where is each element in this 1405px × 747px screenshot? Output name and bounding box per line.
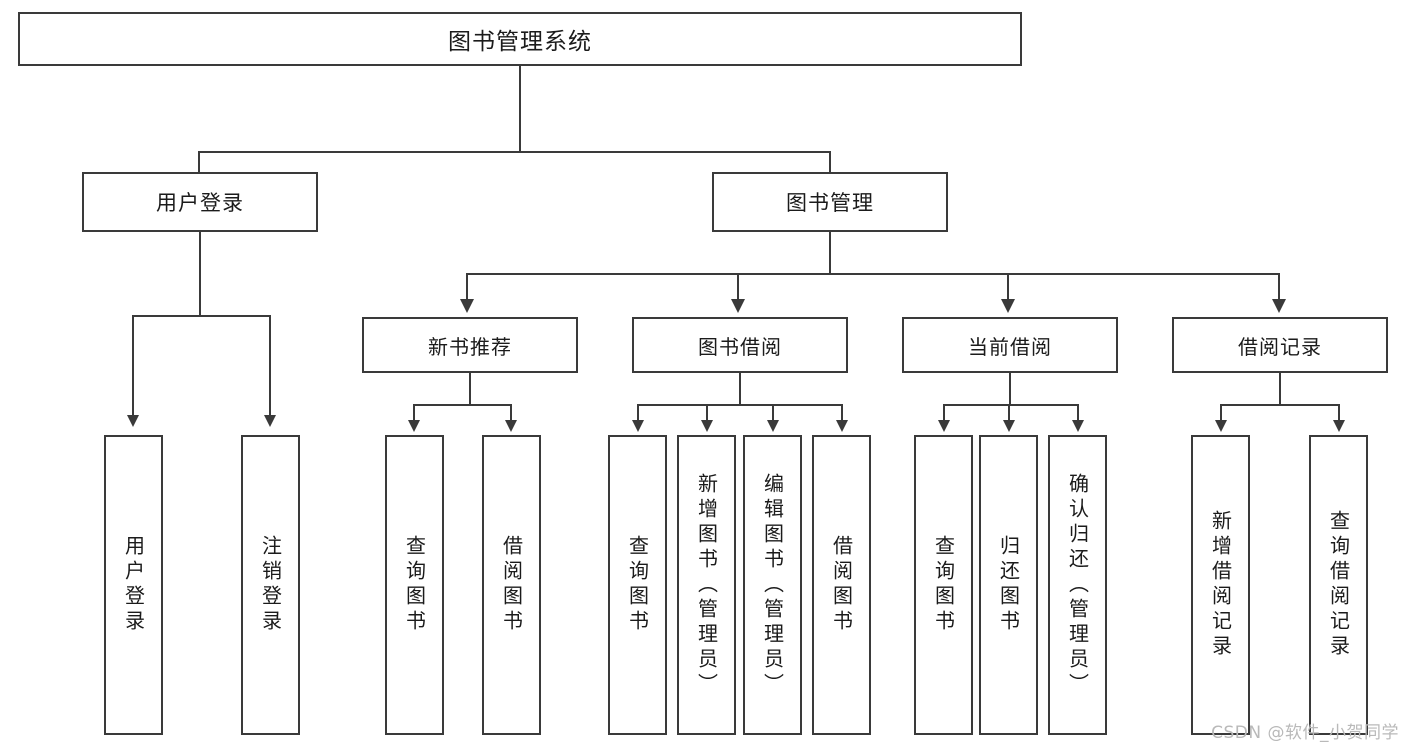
arrowhead-book-mgmt-to-borrow-records [1272, 299, 1286, 313]
arrowhead-current-borrow-leaf-3 [1072, 420, 1084, 432]
node-label: 借阅图书 [499, 535, 524, 635]
node-user-login[interactable]: 用户登录 [82, 172, 318, 232]
node-label: 图书管理系统 [448, 29, 592, 55]
leaf-current-borrow-return[interactable]: 归还图书 [979, 435, 1038, 735]
leaf-user-login-logout[interactable]: 注销登录 [241, 435, 300, 735]
leaf-borrow-records-query[interactable]: 查询借阅记录 [1309, 435, 1368, 735]
arrowhead-book-mgmt-to-new-book [460, 299, 474, 313]
node-label: 编辑图书（管理员） [760, 472, 785, 698]
node-label: 新书推荐 [428, 334, 512, 359]
arrowhead-book-borrow-leaf-2 [701, 420, 713, 432]
connector-user-login-stem [199, 232, 201, 316]
node-label: 用户登录 [156, 191, 244, 215]
node-label: 查询借阅记录 [1326, 510, 1351, 660]
node-label: 借阅记录 [1238, 334, 1322, 359]
node-label: 查询图书 [625, 535, 650, 635]
arrowhead-book-mgmt-to-current-borrow [1001, 299, 1015, 313]
node-new-book-recommend[interactable]: 新书推荐 [362, 317, 578, 373]
node-label: 新增图书（管理员） [694, 472, 719, 698]
node-book-management[interactable]: 图书管理 [712, 172, 948, 232]
connector-borrow-records-leaf-1 [1220, 404, 1222, 423]
connector-new-book-stem [469, 373, 471, 405]
arrowhead-new-book-leaf-2 [505, 420, 517, 432]
arrowhead-new-book-leaf-1 [408, 420, 420, 432]
node-label: 确认归还（管理员） [1065, 472, 1090, 698]
leaf-book-borrow-borrow[interactable]: 借阅图书 [812, 435, 871, 735]
connector-user-login-bus [132, 315, 269, 317]
node-label: 查询图书 [402, 535, 427, 635]
connector-user-login-leaf-2 [269, 315, 271, 419]
connector-book-borrow-leaf-2 [706, 404, 708, 423]
arrowhead-book-borrow-leaf-3 [767, 420, 779, 432]
leaf-borrow-records-add[interactable]: 新增借阅记录 [1191, 435, 1250, 735]
node-label: 归还图书 [996, 535, 1021, 635]
connector-book-mgmt-to-new-book [466, 273, 468, 303]
node-current-borrow[interactable]: 当前借阅 [902, 317, 1118, 373]
connector-book-borrow-leaf-1 [637, 404, 639, 423]
node-book-borrow[interactable]: 图书借阅 [632, 317, 848, 373]
connector-book-mgmt-to-borrow-records [1278, 273, 1280, 303]
node-label: 借阅图书 [829, 535, 854, 635]
connector-new-book-bus [413, 404, 511, 406]
arrowhead-borrow-records-leaf-2 [1333, 420, 1345, 432]
node-label: 用户登录 [121, 535, 146, 635]
connector-book-mgmt-stem [829, 232, 831, 274]
leaf-current-borrow-query[interactable]: 查询图书 [914, 435, 973, 735]
arrowhead-book-borrow-leaf-4 [836, 420, 848, 432]
leaf-user-login-login[interactable]: 用户登录 [104, 435, 163, 735]
connector-user-login-leaf-1 [132, 315, 134, 419]
connector-root-bus [198, 151, 831, 153]
connector-book-mgmt-to-current-borrow [1007, 273, 1009, 303]
connector-book-mgmt-to-book-borrow [737, 273, 739, 303]
leaf-book-borrow-add[interactable]: 新增图书（管理员） [677, 435, 736, 735]
connector-current-borrow-leaf-1 [943, 404, 945, 423]
node-label: 图书借阅 [698, 334, 782, 359]
node-label: 注销登录 [258, 535, 283, 635]
leaf-book-borrow-edit[interactable]: 编辑图书（管理员） [743, 435, 802, 735]
node-borrow-records[interactable]: 借阅记录 [1172, 317, 1388, 373]
arrowhead-borrow-records-leaf-1 [1215, 420, 1227, 432]
connector-root-to-user-login [198, 151, 200, 181]
arrowhead-current-borrow-leaf-2 [1003, 420, 1015, 432]
connector-borrow-records-leaf-2 [1338, 404, 1340, 423]
connector-book-borrow-stem [739, 373, 741, 405]
arrowhead-book-mgmt-to-book-borrow [731, 299, 745, 313]
connector-book-borrow-leaf-3 [772, 404, 774, 423]
connector-current-borrow-bus [943, 404, 1078, 406]
connector-book-borrow-leaf-4 [841, 404, 843, 423]
leaf-new-book-query[interactable]: 查询图书 [385, 435, 444, 735]
leaf-book-borrow-query[interactable]: 查询图书 [608, 435, 667, 735]
arrowhead-user-login-leaf-2 [264, 415, 276, 427]
connector-current-borrow-leaf-2 [1008, 404, 1010, 423]
node-label: 新增借阅记录 [1208, 510, 1233, 660]
connector-root-stem [519, 66, 521, 152]
leaf-new-book-borrow[interactable]: 借阅图书 [482, 435, 541, 735]
leaf-current-borrow-confirm-return[interactable]: 确认归还（管理员） [1048, 435, 1107, 735]
connector-borrow-records-stem [1279, 373, 1281, 405]
arrowhead-user-login-leaf-1 [127, 415, 139, 427]
arrowhead-current-borrow-leaf-1 [938, 420, 950, 432]
node-label: 图书管理 [786, 191, 874, 215]
connector-borrow-records-bus [1220, 404, 1339, 406]
connector-current-borrow-leaf-3 [1077, 404, 1079, 423]
connector-current-borrow-stem [1009, 373, 1011, 405]
arrowhead-book-borrow-leaf-1 [632, 420, 644, 432]
connector-new-book-leaf-1 [413, 404, 415, 423]
node-label: 查询图书 [931, 535, 956, 635]
connector-root-to-book-mgmt [829, 151, 831, 181]
connector-book-mgmt-bus [466, 273, 1280, 275]
node-root-system[interactable]: 图书管理系统 [18, 12, 1022, 66]
node-label: 当前借阅 [968, 334, 1052, 359]
connector-book-borrow-bus [637, 404, 843, 406]
connector-new-book-leaf-2 [510, 404, 512, 423]
